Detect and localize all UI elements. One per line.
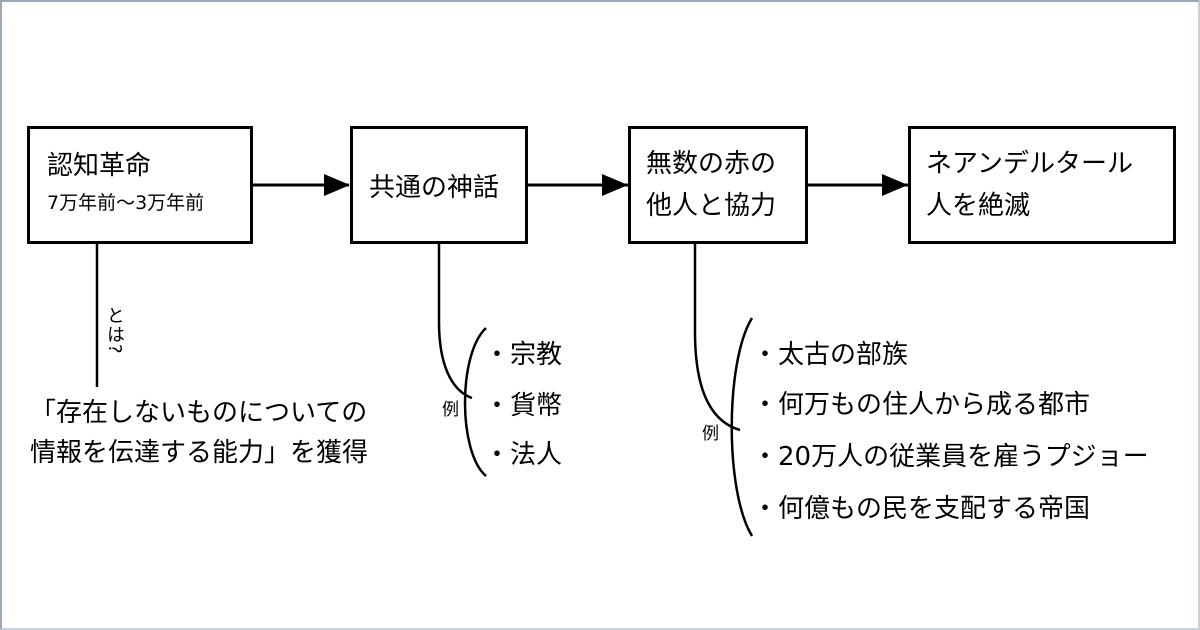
arrow-3-head xyxy=(882,174,908,196)
shared-myth-title: 共通の神話 xyxy=(369,173,500,203)
cooperation-example-item: ・何万もの住人から成る都市 xyxy=(752,390,1091,420)
neanderthal-line2: 人を絶滅 xyxy=(926,191,1031,221)
myth-bracket xyxy=(463,327,487,477)
cooperation-examples-label: 例 xyxy=(702,424,719,444)
myth-examples-label: 例 xyxy=(442,400,459,420)
definition-connector-label: とは? xyxy=(104,306,125,355)
cooperation-example-item: ・20万人の従業員を雇うプジョー xyxy=(752,442,1149,472)
shared-myth-box: 共通の神話 xyxy=(350,126,528,244)
cooperation-example-item: ・何億もの民を支配する帝国 xyxy=(752,494,1091,524)
definition-line1: 「存在しないものについての xyxy=(30,398,368,428)
cooperation-example-item: ・太古の部族 xyxy=(752,340,909,370)
neanderthal-box: ネアンデルタール 人を絶滅 xyxy=(908,126,1176,244)
cognitive-revolution-box: 認知革命 7万年前〜3万年前 xyxy=(27,126,253,244)
cooperation-connector-curve xyxy=(693,242,741,432)
cooperation-line2: 他人と協力 xyxy=(646,191,777,221)
myth-example-item: ・貨幣 xyxy=(484,391,563,421)
arrow-2-head xyxy=(602,174,628,196)
cooperation-line1: 無数の赤の xyxy=(646,149,777,179)
cooperation-bracket xyxy=(730,317,754,537)
cognitive-revolution-period: 7万年前〜3万年前 xyxy=(47,192,205,214)
myth-example-item: ・宗教 xyxy=(484,340,563,370)
neanderthal-line1: ネアンデルタール xyxy=(926,149,1133,179)
cognitive-revolution-title: 認知革命 xyxy=(47,151,152,181)
definition-line2: 情報を伝達する能力」を獲得 xyxy=(30,438,369,468)
arrow-1-head xyxy=(324,174,350,196)
cooperation-box: 無数の赤の 他人と協力 xyxy=(628,126,808,244)
myth-example-item: ・法人 xyxy=(484,440,563,470)
